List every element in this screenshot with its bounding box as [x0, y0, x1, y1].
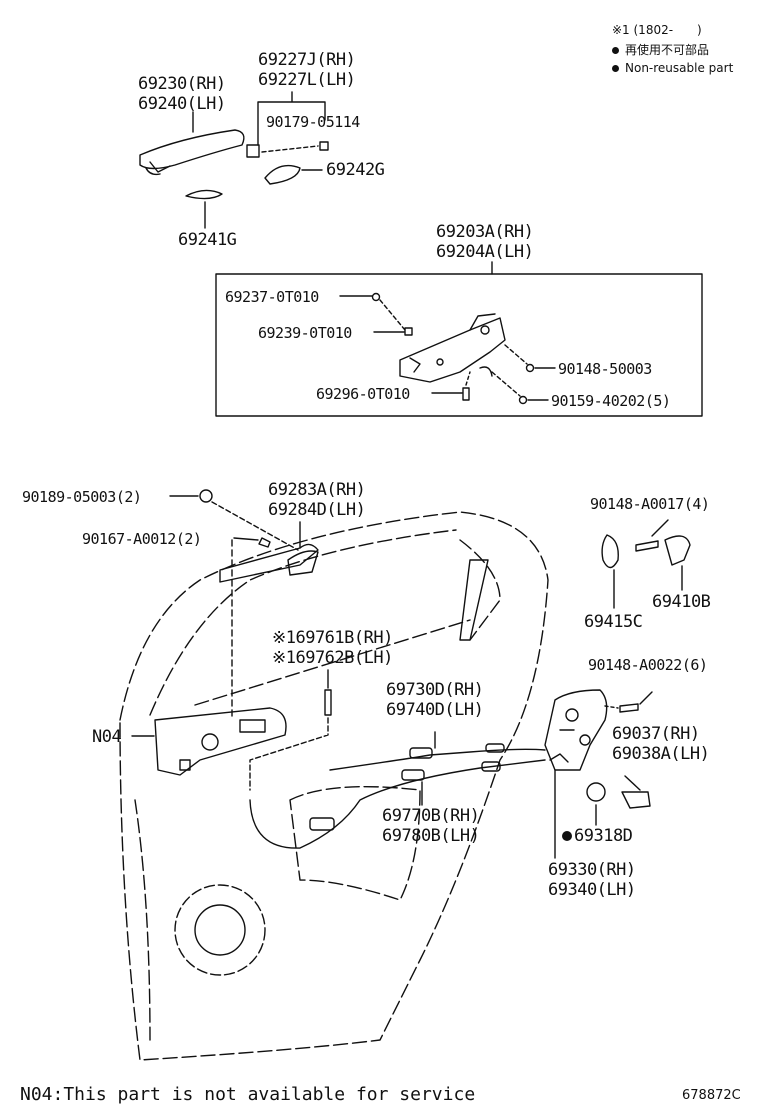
outside-handle-part: [139, 129, 245, 176]
part-label-69204a[interactable]: 69204A(LH): [436, 242, 534, 262]
part-label-69730d[interactable]: 69730D(RH): [386, 680, 484, 700]
seal-69318d-part: [586, 782, 606, 802]
dash-line: [261, 145, 319, 153]
part-label-69761b[interactable]: ※169761B(RH): [272, 628, 393, 648]
part-label-69237[interactable]: 69237-0T010: [225, 288, 319, 306]
part-label-69227j[interactable]: 69227J(RH): [258, 50, 356, 70]
part-label-69415c[interactable]: 69415C: [584, 612, 643, 632]
clip-90189-part: [199, 489, 213, 503]
frame-assembly-part: [399, 313, 506, 383]
cover-69415c-part: [601, 534, 619, 569]
part-label-69330[interactable]: 69330(RH): [548, 860, 636, 880]
part-label-69284d[interactable]: 69284D(LH): [268, 500, 366, 520]
part-label-69038a[interactable]: 69038A(LH): [612, 744, 710, 764]
handle-cap-part: [246, 144, 260, 158]
part-label-69283a[interactable]: 69283A(RH): [268, 480, 366, 500]
door-panel-outline: [119, 511, 549, 1061]
part-label-90189[interactable]: 90189-05003(2): [22, 488, 142, 506]
part-label-69770b[interactable]: 69770B(RH): [382, 806, 480, 826]
part-label-90148-a0017[interactable]: 90148-A0017(4): [590, 495, 710, 513]
part-label-69762b[interactable]: ※169762B(LH): [272, 648, 393, 668]
part-label-69410b[interactable]: 69410B: [652, 592, 711, 612]
filled-dot-icon: [612, 65, 619, 72]
part-label-69241g[interactable]: 69241G: [178, 230, 237, 250]
part-label-90159[interactable]: 90159-40202(5): [551, 392, 671, 410]
part-label-69296[interactable]: 69296-0T010: [316, 385, 410, 403]
filled-dot-icon: [612, 47, 619, 54]
part-label-90148-50003[interactable]: 90148-50003: [558, 360, 652, 378]
cover-69242g-part: [264, 164, 301, 185]
part-label-n04[interactable]: N04: [92, 727, 122, 747]
part-label-69227l[interactable]: 69227L(LH): [258, 70, 356, 90]
handle-frame-box: [215, 273, 703, 417]
legend-range: ※1 (1802- ): [612, 23, 702, 37]
legend-nonreusable-ja: 再使用不可部品: [612, 42, 709, 58]
part-label-69340[interactable]: 69340(LH): [548, 880, 636, 900]
part-label-69780b[interactable]: 69780B(LH): [382, 826, 480, 846]
connector-69761-part: [324, 689, 332, 716]
part-label-69037[interactable]: 69037(RH): [612, 724, 700, 744]
screw-90179-part: [319, 141, 329, 151]
screw-90167-part: [258, 537, 271, 548]
footer-note: N04:This part is not available for servi…: [20, 1084, 476, 1105]
pad-69241g-part: [185, 189, 223, 200]
window-frame-strip: [219, 543, 319, 583]
part-label-69240[interactable]: 69240(LH): [138, 94, 226, 114]
diagram-id: 678872C: [682, 1088, 741, 1103]
part-label-69230[interactable]: 69230(RH): [138, 74, 226, 94]
cable-69770-part: [249, 759, 546, 849]
bolt-69237-part: [371, 292, 381, 302]
door-lock-assembly-part: [544, 689, 608, 771]
legend-nonreusable-en: Non-reusable part: [612, 60, 733, 76]
speaker-hole: [174, 884, 266, 976]
screw-90148-a0022-part: [619, 703, 639, 713]
pad-69283-part: [287, 550, 319, 576]
part-label-90167[interactable]: 90167-A0012(2): [82, 530, 202, 548]
part-label-69239[interactable]: 69239-0T010: [258, 324, 352, 342]
leader-69227: [257, 91, 326, 146]
inner-handle-n04-part: [154, 707, 287, 776]
filled-dot-icon: [562, 831, 572, 841]
striker-69410b-part: [664, 535, 691, 566]
part-label-90179[interactable]: 90179-05114: [266, 113, 360, 131]
bracket-69037-part: [621, 791, 651, 809]
part-label-69740d[interactable]: 69740D(LH): [386, 700, 484, 720]
cable-69730-part: [329, 743, 546, 771]
part-label-69203a[interactable]: 69203A(RH): [436, 222, 534, 242]
part-label-90148-a0022[interactable]: 90148-A0022(6): [588, 656, 708, 674]
part-label-69242g[interactable]: 69242G: [326, 160, 385, 180]
part-label-69318d[interactable]: 69318D: [562, 826, 633, 846]
screw-90148-a0017-part: [635, 540, 659, 552]
